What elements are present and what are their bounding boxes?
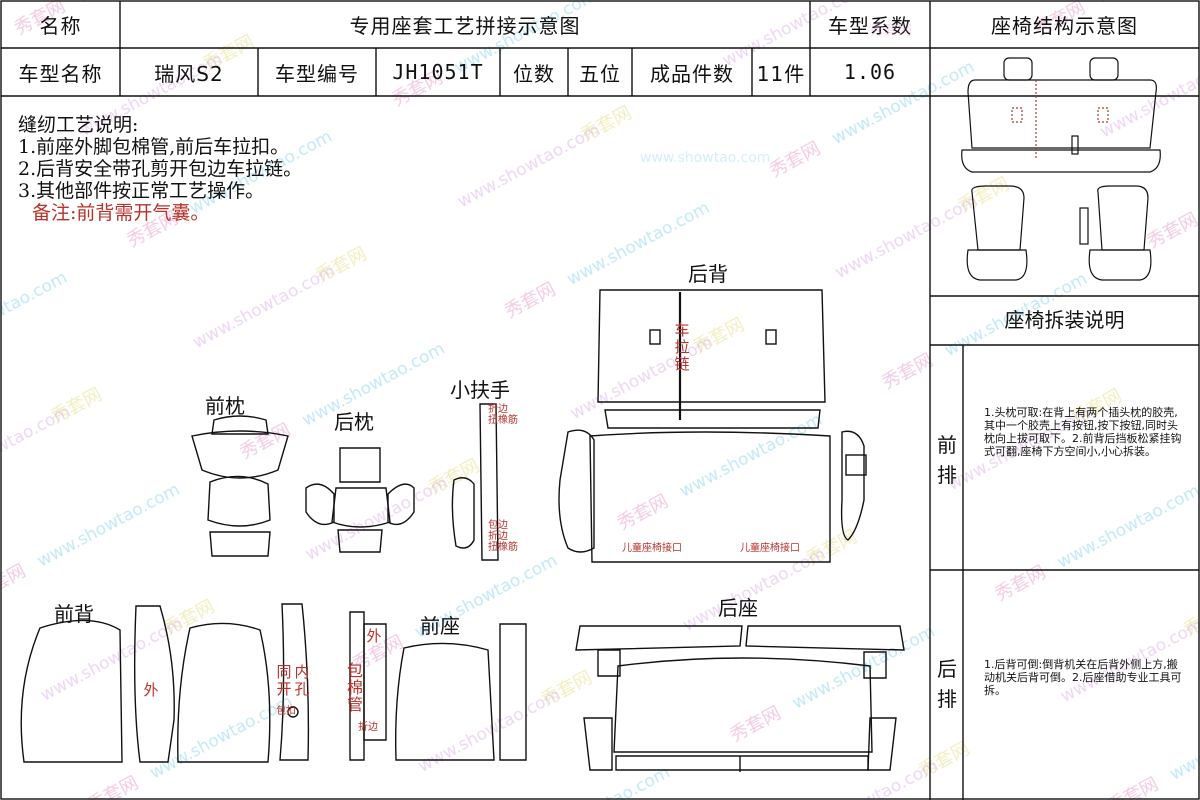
- outer-seat-note: 外: [366, 627, 382, 645]
- watermark-site: www.showtao.com: [640, 150, 771, 166]
- notes-remark: 备注:前背需开气囊。: [32, 202, 210, 224]
- seat-structure-drawing: [961, 57, 1161, 281]
- notes-title: 缝纫工艺说明:: [18, 114, 139, 136]
- hem-small-note: 包扣: [276, 706, 296, 717]
- child-seat-left-note: 儿童座椅接口: [622, 543, 682, 554]
- fold-edge-note: 折边: [358, 722, 378, 733]
- rear-back-label: 后背: [688, 262, 728, 286]
- model-code-label: 车型编号: [275, 61, 359, 86]
- name-label: 名称: [39, 14, 82, 38]
- same-open-note: 同开: [276, 663, 292, 698]
- rear-seat-label: 后座: [718, 596, 758, 620]
- hem-tape-top-note: 折边 扭橡筋: [488, 404, 518, 426]
- rear-back-pattern: [558, 289, 867, 563]
- model-name: 瑞风S2: [154, 61, 224, 86]
- armrest-pattern: [451, 403, 499, 561]
- pieces-value: 11件: [756, 61, 806, 86]
- structure-title: 座椅结构示意图: [991, 14, 1138, 38]
- hem-tape-bottom-note: 包边 折边 扭橡筋: [488, 520, 518, 553]
- disassembly-title: 座椅拆装说明: [1004, 308, 1125, 332]
- child-seat-right-note: 儿童座椅接口: [740, 543, 800, 554]
- pieces-label: 成品件数: [650, 61, 734, 86]
- front-headrest-label: 前枕: [205, 394, 245, 418]
- sewing-notes: 缝纫工艺说明: 1.前座外脚包棉管,前后车拉扣。 2.后背安全带孔剪开包边车拉链…: [18, 114, 302, 224]
- front-seat-label: 前座: [420, 614, 460, 638]
- front-row-label: 前排: [937, 433, 957, 487]
- seats-label: 位数: [513, 61, 555, 86]
- model-name-label: 车型名称: [18, 61, 103, 86]
- wrap-tube-note: 包棉管: [347, 661, 364, 714]
- notes-item-3: 3.其他部件按正常工艺操作。: [18, 180, 265, 202]
- doc-title: 专用座套工艺拼接示意图: [349, 14, 581, 38]
- coef-label: 车型系数: [828, 14, 912, 38]
- front-headrest-pattern: [191, 415, 289, 557]
- front-row-text: 1.头枕可取:在背上有两个插头枕的胶壳,其中一个胶壳上有按钮,按下按钮,同时头枕…: [984, 406, 1182, 458]
- notes-item-1: 1.前座外脚包棉管,前后车拉扣。: [18, 136, 290, 158]
- rear-row-text: 1.后背可倒:倒背机关在后背外侧上方,搬动机关后背可倒。2.后座借助专业工具可拆…: [984, 658, 1182, 697]
- zipper-note: 车拉链: [674, 321, 690, 373]
- armrest-label: 小扶手: [450, 378, 510, 402]
- outer-back-note: 外: [143, 681, 159, 699]
- inner-hole-note: 内孔: [294, 663, 310, 698]
- notes-item-2: 2.后背安全带孔剪开包边车拉链。: [18, 158, 303, 180]
- front-back-label: 前背: [54, 602, 94, 626]
- watermark-brand: 秀套网: [870, 23, 912, 39]
- rear-headrest-label: 后枕: [334, 410, 374, 434]
- model-code: JH1051T: [392, 60, 484, 84]
- seats-value: 五位: [579, 61, 621, 86]
- rear-row-label: 后排: [937, 657, 957, 711]
- front-seat-pattern: [349, 611, 527, 761]
- front-back-pattern: [20, 603, 310, 763]
- coef-value: 1.06: [843, 60, 897, 84]
- rear-seat-pattern: [575, 625, 905, 772]
- rear-headrest-pattern: [305, 447, 415, 553]
